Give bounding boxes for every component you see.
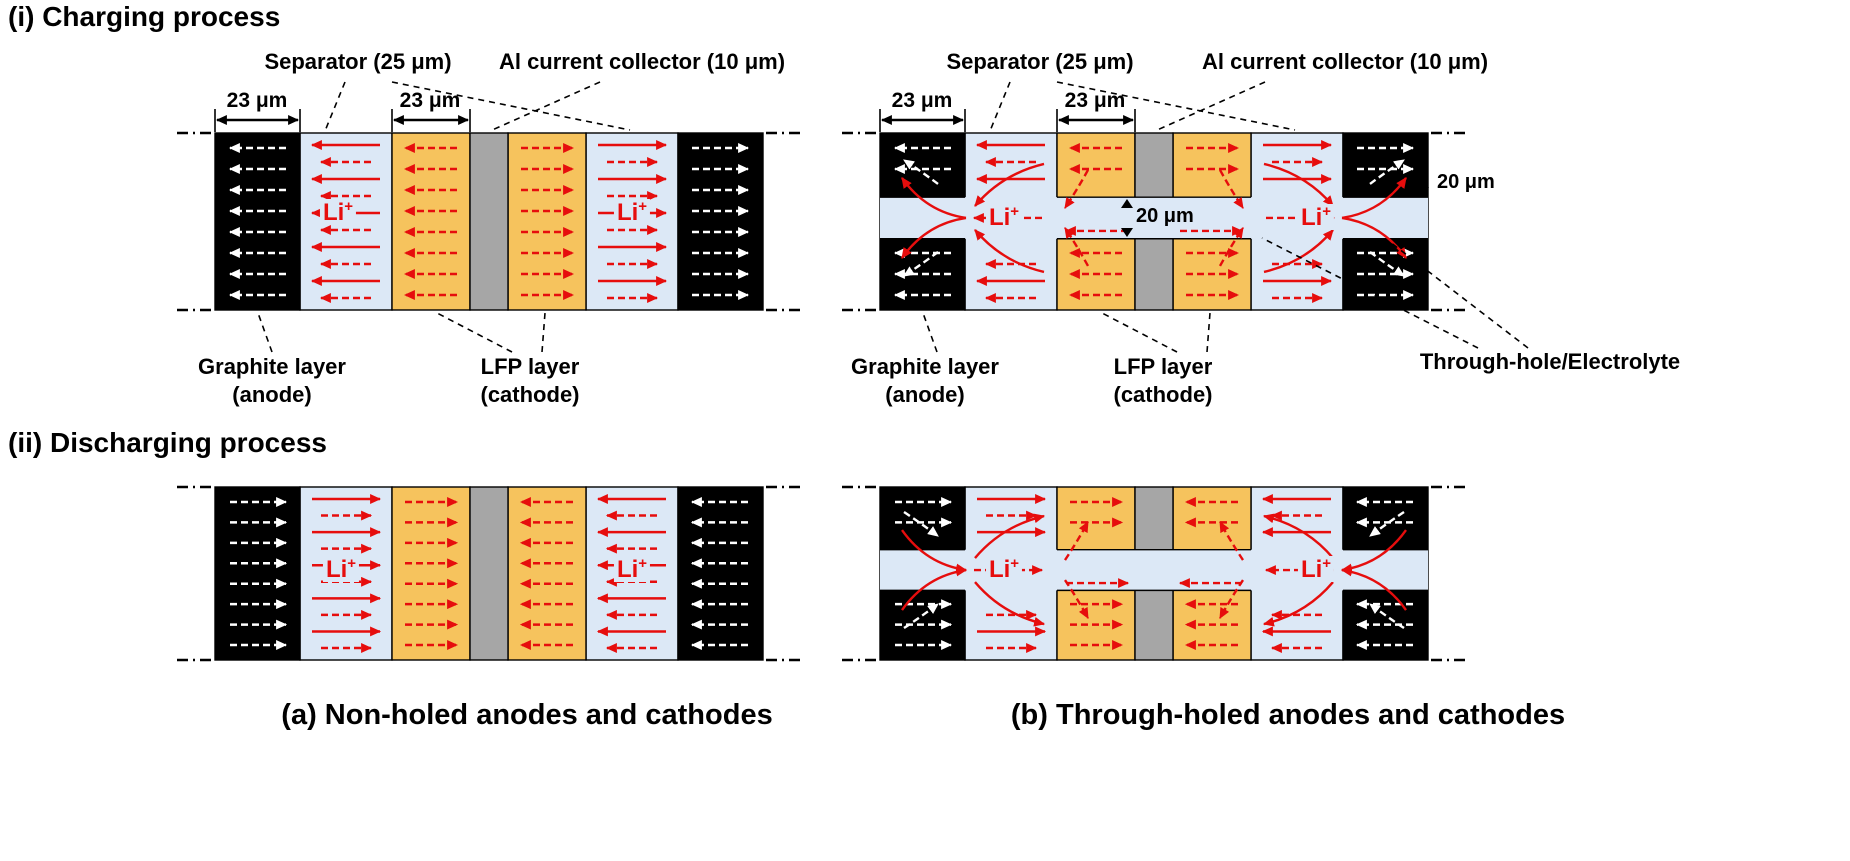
li-charge: + <box>638 555 648 572</box>
dim-20um-anode-hole: 20 μm <box>1437 171 1495 193</box>
li-text: Li <box>1300 556 1323 583</box>
separator-label-b: Separator (25 μm) <box>946 49 1134 74</box>
li-ion-label: Li+ <box>985 555 1023 583</box>
li-ion-label: Li+ <box>1297 555 1335 583</box>
dim-20um-cathode-hole: 20 μm <box>1136 205 1194 227</box>
lfp-label-a: LFP layer <box>480 354 580 379</box>
dim-23um-anode-a: 23 μm <box>226 89 288 112</box>
li-text: Li <box>1300 204 1323 231</box>
li-ion-label: Li+ <box>613 198 651 226</box>
li-charge: + <box>1010 555 1020 572</box>
separator-label-a: Separator (25 μm) <box>264 49 452 74</box>
li-ion-label: Li+ <box>985 203 1023 231</box>
graphite-sublabel-b: (anode) <box>885 382 965 407</box>
caption-a: (a) Non-holed anodes and cathodes <box>281 699 773 731</box>
dim-23um-lfp-a: 23 μm <box>399 89 461 112</box>
li-charge: + <box>638 198 648 215</box>
al-collector-label-b: Al current collector (10 μm) <box>1201 49 1489 74</box>
li-text: Li <box>988 204 1011 231</box>
al-collector-label-a: Al current collector (10 μm) <box>498 49 786 74</box>
graphite-label-b: Graphite layer <box>851 354 999 379</box>
li-ion-label: Li+ <box>1297 203 1335 231</box>
graphite-sublabel-a: (anode) <box>232 382 312 407</box>
dim-23um-anode-b: 23 μm <box>891 89 953 112</box>
dim-23um-lfp-b: 23 μm <box>1064 89 1126 112</box>
li-charge: + <box>347 555 357 572</box>
li-charge: + <box>1322 555 1332 572</box>
li-ion-label: Li+ <box>613 555 651 583</box>
li-charge: + <box>1322 203 1332 220</box>
li-ion-label: Li+ <box>322 555 360 583</box>
li-charge: + <box>1010 203 1020 220</box>
lfp-label-b: LFP layer <box>1113 354 1213 379</box>
li-text: Li <box>322 199 345 226</box>
section-title-discharging: (ii) Discharging process <box>8 427 327 458</box>
caption-b: (b) Through-holed anodes and cathodes <box>1010 699 1566 731</box>
li-charge: + <box>344 198 354 215</box>
li-text: Li <box>325 556 348 583</box>
lfp-sublabel-b: (cathode) <box>1113 382 1213 407</box>
li-text: Li <box>616 556 639 583</box>
lfp-sublabel-a: (cathode) <box>480 382 580 407</box>
li-text: Li <box>988 556 1011 583</box>
li-text: Li <box>616 199 639 226</box>
through-hole-label: Through-hole/Electrolyte <box>1419 349 1681 374</box>
section-title-charging: (i) Charging process <box>8 1 281 32</box>
li-ion-label: Li+ <box>319 198 357 226</box>
graphite-label-a: Graphite layer <box>198 354 346 379</box>
